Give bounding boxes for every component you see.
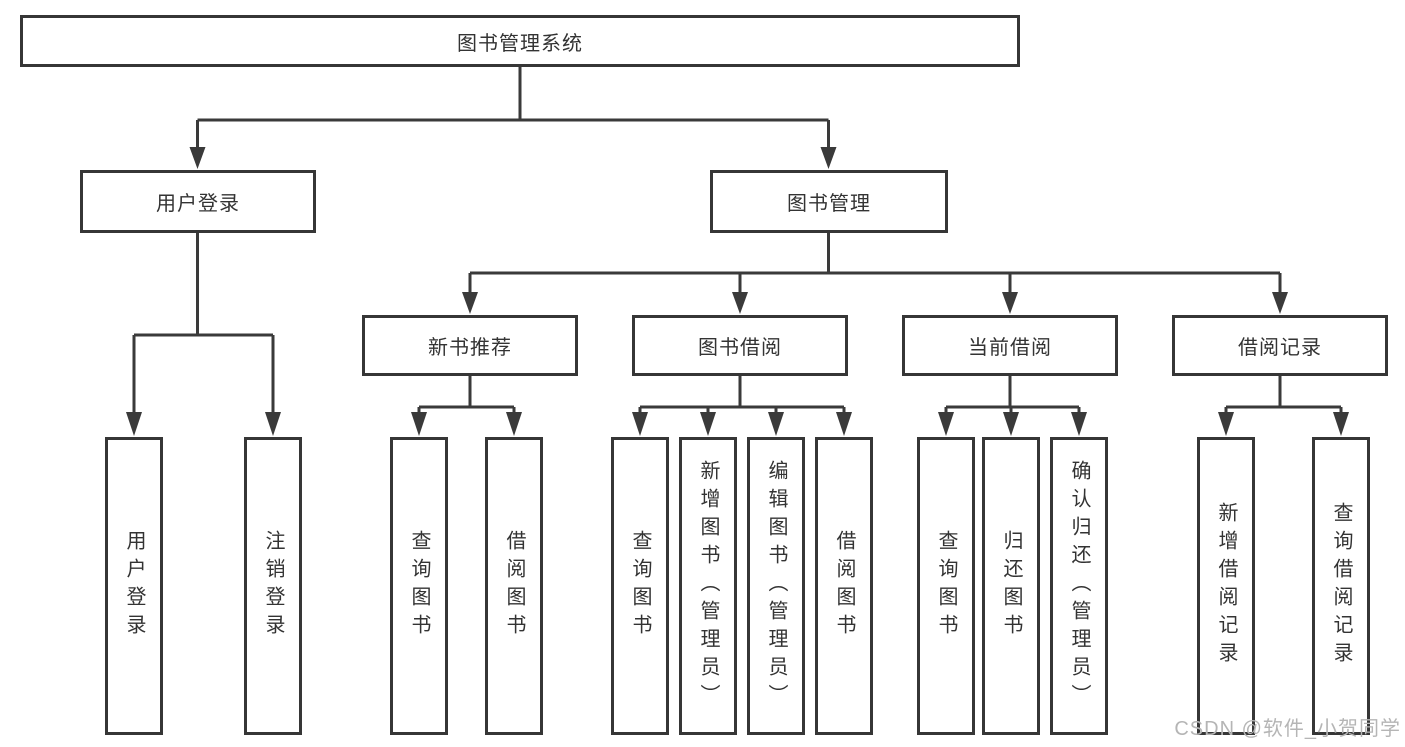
leaf-br-query-record-label: 查询借阅记录 — [1330, 502, 1352, 670]
leaf-cb-return-book-label: 归还图书 — [1000, 530, 1022, 642]
connector-currentborrow-to-leaves — [938, 375, 1087, 436]
node-book-management-label: 图书管理 — [787, 193, 871, 215]
leaf-cb-query-book: 查询图书 — [917, 437, 975, 735]
leaf-bb-add-book: 新增图书（管理员） — [679, 437, 737, 735]
node-book-management: 图书管理 — [710, 170, 948, 233]
leaf-bb-borrow-book: 借阅图书 — [815, 437, 873, 735]
node-book-borrow-label: 图书借阅 — [698, 337, 782, 359]
node-borrow-record-label: 借阅记录 — [1238, 337, 1322, 359]
leaf-cb-query-book-label: 查询图书 — [935, 530, 957, 642]
node-root: 图书管理系统 — [20, 15, 1020, 67]
leaf-logout-label: 注销登录 — [262, 530, 284, 642]
leaf-nbr-borrow-book: 借阅图书 — [485, 437, 543, 735]
leaf-bb-borrow-book-label: 借阅图书 — [833, 530, 855, 642]
node-root-label: 图书管理系统 — [457, 32, 583, 55]
connector-bookmgmt-to-level3 — [462, 232, 1288, 314]
leaf-bb-query-book: 查询图书 — [611, 437, 669, 735]
node-current-borrow-label: 当前借阅 — [968, 337, 1052, 359]
node-user-login: 用户登录 — [80, 170, 316, 233]
leaf-bb-query-book-label: 查询图书 — [629, 530, 651, 642]
leaf-br-query-record: 查询借阅记录 — [1312, 437, 1370, 735]
leaf-br-add-record: 新增借阅记录 — [1197, 437, 1255, 735]
leaf-user-login-label: 用户登录 — [123, 530, 145, 642]
leaf-nbr-query-book: 查询图书 — [390, 437, 448, 735]
connector-newbookrec-to-leaves — [411, 375, 522, 436]
leaf-logout: 注销登录 — [244, 437, 302, 735]
node-current-borrow: 当前借阅 — [902, 315, 1118, 376]
leaf-cb-confirm-return-label: 确认归还（管理员） — [1068, 460, 1090, 712]
connector-userlogin-to-leaves — [126, 232, 281, 436]
connector-root-to-level2 — [189, 67, 837, 169]
node-borrow-record: 借阅记录 — [1172, 315, 1388, 376]
leaf-bb-edit-book-label: 编辑图书（管理员） — [765, 460, 787, 712]
leaf-bb-add-book-label: 新增图书（管理员） — [697, 460, 719, 712]
node-new-book-recommend: 新书推荐 — [362, 315, 578, 376]
leaf-user-login: 用户登录 — [105, 437, 163, 735]
connector-borrowrecord-to-leaves — [1218, 375, 1349, 436]
leaf-nbr-query-book-label: 查询图书 — [408, 530, 430, 642]
leaf-cb-return-book: 归还图书 — [982, 437, 1040, 735]
connector-bookborrow-to-leaves — [632, 375, 852, 436]
leaf-nbr-borrow-book-label: 借阅图书 — [503, 530, 525, 642]
leaf-cb-confirm-return: 确认归还（管理员） — [1050, 437, 1108, 735]
node-book-borrow: 图书借阅 — [632, 315, 848, 376]
node-new-book-recommend-label: 新书推荐 — [428, 337, 512, 359]
leaf-bb-edit-book: 编辑图书（管理员） — [747, 437, 805, 735]
node-user-login-label: 用户登录 — [156, 193, 240, 215]
leaf-br-add-record-label: 新增借阅记录 — [1215, 502, 1237, 670]
csdn-watermark: CSDN @软件_小贺同学 — [1174, 718, 1401, 740]
